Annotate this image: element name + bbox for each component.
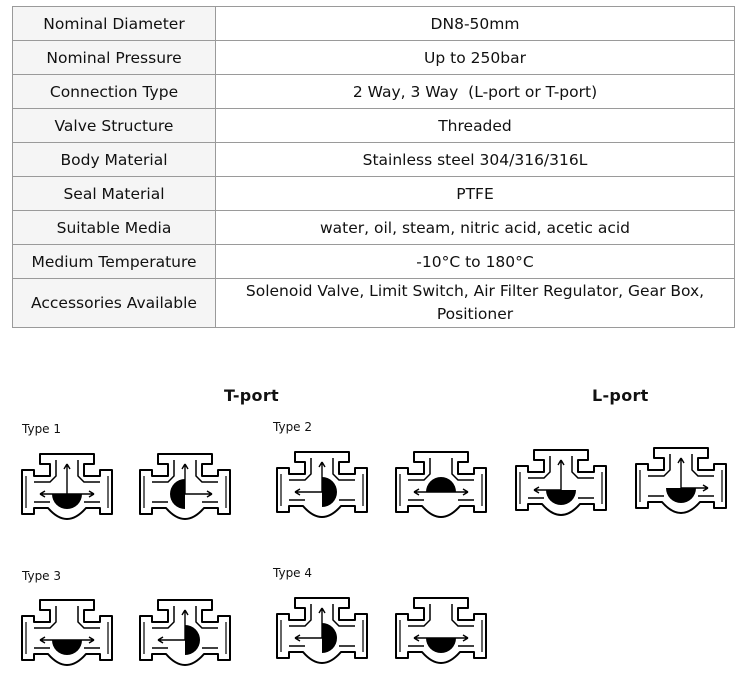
valve-diagram-icon — [392, 448, 490, 528]
spec-row-medium-temperature: Medium Temperature -10°C to 180°C — [12, 244, 735, 279]
l-port-heading: L-port — [592, 386, 649, 405]
spec-label: Nominal Pressure — [12, 40, 216, 75]
spec-row-accessories: Accessories Available Solenoid Valve, Li… — [12, 278, 735, 328]
spec-label: Suitable Media — [12, 210, 216, 245]
spec-value-line: Solenoid Valve, Limit Switch, Air Filter… — [245, 282, 705, 300]
type-label: Type 2 — [273, 420, 313, 434]
spec-row-seal-material: Seal Material PTFE — [12, 176, 735, 211]
spec-label: Seal Material — [12, 176, 216, 211]
spec-value: Solenoid Valve, Limit Switch, Air Filter… — [215, 278, 735, 328]
spec-label: Connection Type — [12, 74, 216, 109]
spec-value: -10°C to 180°C — [215, 244, 735, 279]
spec-table: Nominal Diameter DN8-50mm Nominal Pressu… — [12, 6, 735, 328]
spec-value: Up to 250bar — [215, 40, 735, 75]
spec-value: Stainless steel 304/316/316L — [215, 142, 735, 177]
spec-value: DN8-50mm — [215, 6, 735, 41]
spec-value: PTFE — [215, 176, 735, 211]
spec-value: Threaded — [215, 108, 735, 143]
spec-row-nominal-pressure: Nominal Pressure Up to 250bar — [12, 40, 735, 75]
valve-diagram-icon — [392, 594, 490, 674]
spec-row-body-material: Body Material Stainless steel 304/316/31… — [12, 142, 735, 177]
valve-diagram-icon — [273, 594, 371, 674]
spec-row-connection-type: Connection Type 2 Way, 3 Way (L-port or … — [12, 74, 735, 109]
valve-diagram-icon — [136, 596, 234, 676]
valve-diagram-icon — [18, 596, 116, 676]
t-port-heading: T-port — [224, 386, 279, 405]
spec-label: Accessories Available — [12, 278, 216, 328]
spec-value: water, oil, steam, nitric acid, acetic a… — [215, 210, 735, 245]
spec-value: 2 Way, 3 Way (L-port or T-port) — [215, 74, 735, 109]
valve-diagram-icon — [273, 448, 371, 528]
spec-label: Medium Temperature — [12, 244, 216, 279]
spec-value-line: Positioner — [436, 305, 514, 323]
spec-row-nominal-diameter: Nominal Diameter DN8-50mm — [12, 6, 735, 41]
spec-label: Nominal Diameter — [12, 6, 216, 41]
valve-diagram-icon — [512, 446, 610, 526]
valve-diagram-icon — [136, 450, 234, 530]
type-label: Type 1 — [22, 422, 62, 436]
spec-row-valve-structure: Valve Structure Threaded — [12, 108, 735, 143]
spec-row-suitable-media: Suitable Media water, oil, steam, nitric… — [12, 210, 735, 245]
valve-diagram-icon — [18, 450, 116, 530]
spec-label: Body Material — [12, 142, 216, 177]
type-label: Type 3 — [22, 569, 62, 583]
spec-label: Valve Structure — [12, 108, 216, 143]
valve-diagram-icon — [632, 444, 730, 524]
type-label: Type 4 — [273, 566, 313, 580]
